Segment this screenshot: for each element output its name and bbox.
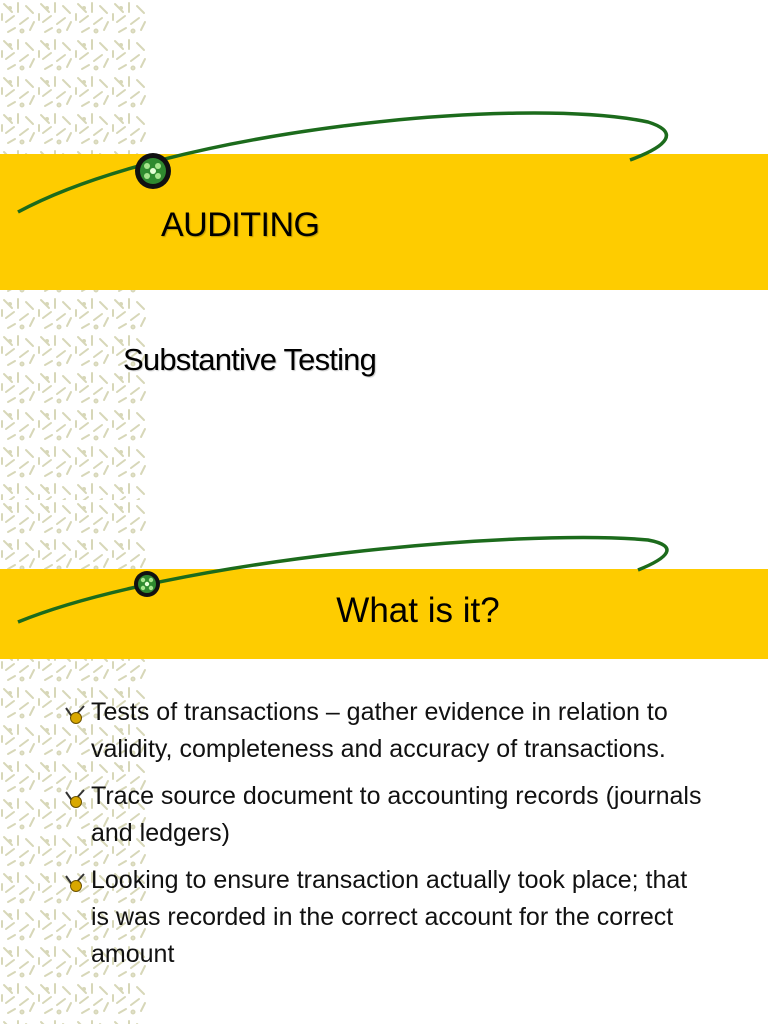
checkmark-bullet-icon — [65, 873, 85, 892]
title-band — [0, 154, 768, 290]
green-orb-icon — [135, 153, 171, 189]
slide-title: AUDITING — [161, 206, 320, 244]
list-item: Trace source document to accounting reco… — [62, 778, 712, 852]
list-item: Looking to ensure transaction actually t… — [62, 862, 712, 973]
checkmark-bullet-icon — [65, 705, 85, 724]
content-slide: What is it? Tests of transactions – gath… — [0, 500, 768, 1024]
green-orb-icon — [134, 571, 160, 597]
bullet-text: Trace source document to accounting reco… — [91, 782, 702, 847]
green-swoosh-decoration — [17, 535, 669, 624]
bullet-text: Looking to ensure transaction actually t… — [91, 866, 688, 968]
title-slide: AUDITING Substantive Testing — [0, 0, 768, 500]
slide-subtitle: Substantive Testing — [123, 342, 377, 377]
slide-title: What is it? — [336, 591, 500, 630]
bullet-text: Tests of transactions – gather evidence … — [91, 698, 668, 763]
checkmark-bullet-icon — [65, 789, 85, 808]
title-band — [0, 569, 768, 659]
bullet-list: Tests of transactions – gather evidence … — [62, 694, 712, 983]
list-item: Tests of transactions – gather evidence … — [62, 694, 712, 768]
green-swoosh-decoration — [17, 111, 669, 214]
